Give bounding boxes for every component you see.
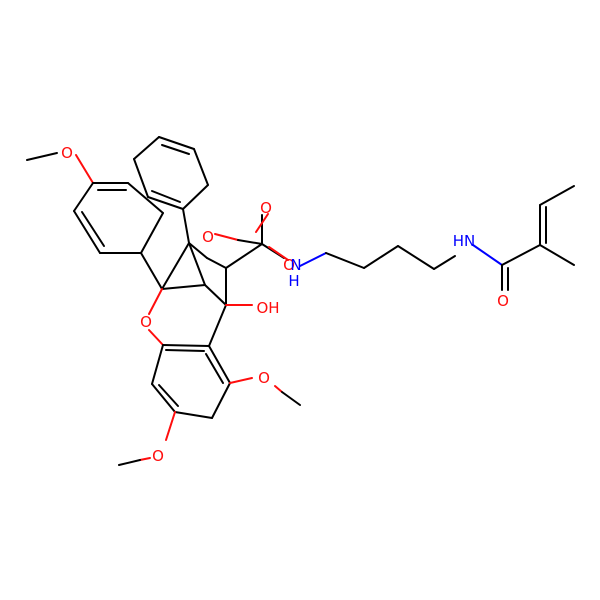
atom-labels: O O O O H N HN OH O O O O <box>61 144 509 465</box>
bond <box>165 349 205 352</box>
bond <box>162 344 210 347</box>
bond <box>472 244 503 266</box>
bond <box>433 255 456 270</box>
bond <box>158 384 179 407</box>
bond <box>539 185 575 206</box>
bond <box>225 243 263 269</box>
bond <box>151 344 164 385</box>
bond <box>501 244 541 266</box>
bond <box>81 211 105 247</box>
atom-label-oxygen: O <box>260 199 272 217</box>
bond <box>26 152 58 161</box>
bond <box>211 382 231 419</box>
bond <box>397 245 435 270</box>
bond <box>205 353 224 384</box>
bond <box>539 244 575 266</box>
atom-label-nitrogen-h: H <box>288 272 299 290</box>
atom-label-oxygen: O <box>140 313 152 331</box>
bond <box>188 242 208 259</box>
bond <box>237 239 263 245</box>
bond <box>325 252 365 269</box>
atom-label-nitrogen: N <box>290 256 301 274</box>
bond <box>182 208 190 244</box>
bond <box>208 304 227 347</box>
bond <box>274 385 283 393</box>
bond <box>127 182 164 214</box>
bond <box>204 284 227 306</box>
atom-label-oxygen: O <box>61 144 73 162</box>
bond <box>148 329 164 346</box>
bond <box>139 457 151 461</box>
bond <box>161 144 190 155</box>
atom-label-hydroxyl: OH <box>256 299 279 317</box>
bond <box>268 246 289 261</box>
bond <box>206 257 227 269</box>
bond <box>75 154 94 184</box>
bond <box>363 245 399 269</box>
bond <box>229 377 253 384</box>
atom-label-oxygen: O <box>258 369 270 387</box>
bond <box>148 288 163 315</box>
bond <box>73 182 94 212</box>
bond <box>140 212 164 254</box>
bond <box>208 345 231 384</box>
bond <box>255 213 269 233</box>
bond <box>147 196 184 210</box>
bond <box>151 190 181 203</box>
atom-label-oxygen: O <box>283 256 295 274</box>
bond <box>299 252 327 267</box>
bond <box>133 136 160 160</box>
bond <box>158 136 195 150</box>
atom-label-oxygen: O <box>202 228 214 246</box>
bond <box>214 233 239 241</box>
bond-network <box>26 136 575 466</box>
atom-label-nitrogen: HN <box>453 232 476 250</box>
bond <box>161 242 190 290</box>
bond <box>140 252 163 290</box>
bond <box>118 459 141 466</box>
bond <box>73 210 101 254</box>
bond <box>193 148 209 186</box>
bond <box>281 391 301 406</box>
atom-label-oxygen: O <box>497 292 509 310</box>
bond <box>188 242 206 286</box>
bond <box>133 158 149 198</box>
bond <box>174 411 213 419</box>
bond <box>151 383 176 413</box>
bond <box>161 284 206 290</box>
atom-label-oxygen: O <box>152 447 164 465</box>
bond <box>165 411 176 441</box>
bond <box>182 184 209 210</box>
